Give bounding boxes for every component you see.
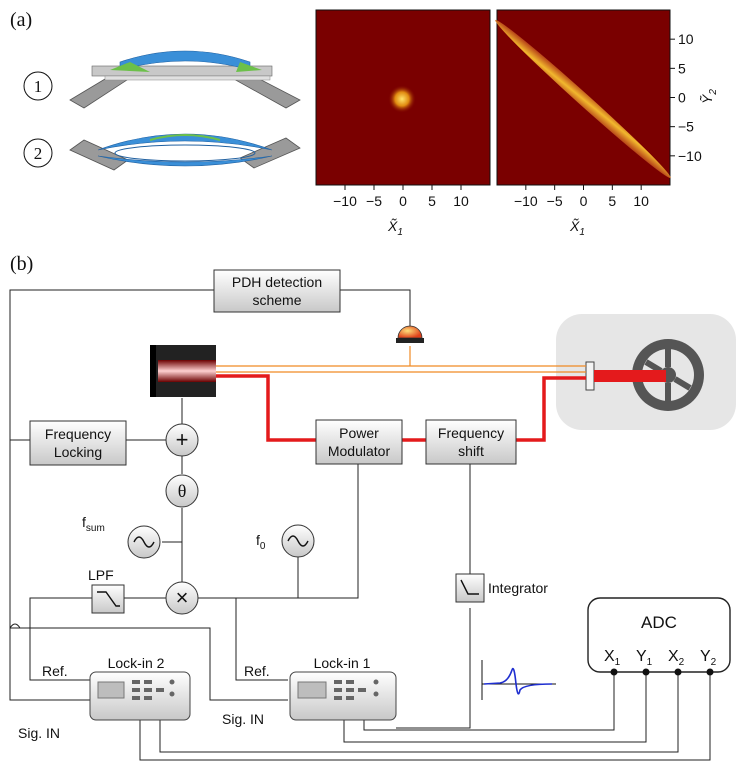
phase-space-plot-1: −10 −5 0 5 10 X̃1 <box>315 9 491 238</box>
laser-beams <box>216 346 666 442</box>
signal-wires <box>9 289 711 761</box>
plot-2-ytick-label: 10 <box>678 31 694 47</box>
frequency-shift-box: Frequency shift <box>425 419 517 465</box>
svg-text:scheme: scheme <box>252 292 301 308</box>
svg-text:PDH detection: PDH detection <box>232 274 322 290</box>
plot-1-ticks: −10 −5 0 5 10 <box>333 185 469 209</box>
adc-channel-label: Y2 <box>700 648 717 668</box>
squeezed-state-distribution <box>495 19 671 179</box>
plot-2-xtick-label: 0 <box>580 193 588 209</box>
mechanical-mode-1: ① 1 <box>23 50 301 109</box>
plot-2-ticks: −10 −5 0 5 10 10 5 0 −5 −10 <box>514 31 702 209</box>
plot-1-xtick-label: 5 <box>428 193 436 209</box>
summing-junction: + <box>165 423 199 457</box>
svg-text:Power: Power <box>339 425 379 441</box>
plot-2-ytick-label: 5 <box>678 60 686 76</box>
svg-text:+: + <box>176 427 189 452</box>
panel-label-b: (b) <box>10 253 33 275</box>
pdh-detection-box: PDH detection scheme <box>213 269 341 313</box>
adc-channels: X1 Y1 X2 Y2 <box>604 648 717 668</box>
plot-2-ytick-label: −10 <box>678 148 702 164</box>
plot-2-ylabel: Ỹ2 <box>699 89 719 104</box>
mixer: × <box>165 581 199 615</box>
svg-text:Ref.: Ref. <box>42 663 68 679</box>
adc-channel-label: Y1 <box>636 648 653 668</box>
plot-1-xtick-label: 10 <box>453 193 469 209</box>
svg-text:1: 1 <box>34 77 43 96</box>
svg-text:Integrator: Integrator <box>488 580 548 596</box>
svg-text:2: 2 <box>34 144 43 163</box>
plot-2-ytick-label: −5 <box>678 119 694 135</box>
svg-text:Locking: Locking <box>54 444 102 460</box>
error-signal-trace <box>481 660 556 700</box>
svg-text:×: × <box>176 585 189 610</box>
adc-channel-label: X1 <box>604 648 621 668</box>
svg-text:shift: shift <box>458 443 484 459</box>
panel-label-a: (a) <box>10 9 32 31</box>
plot-1-xtick-label: −5 <box>366 193 382 209</box>
plot-2-xtick-label: 10 <box>633 193 649 209</box>
svg-text:Frequency: Frequency <box>45 426 111 442</box>
svg-text:Sig. IN: Sig. IN <box>222 711 264 727</box>
adc-channel-label: X2 <box>668 648 685 668</box>
plot-2-xtick-label: −10 <box>514 193 538 209</box>
membrane-resonator <box>632 339 704 411</box>
cavity-mirror <box>585 361 595 391</box>
svg-text:Ref.: Ref. <box>244 663 270 679</box>
phase-space-plot-2: −10 −5 0 5 10 10 5 0 −5 −10 X̃1 Ỹ2 <box>495 9 719 238</box>
svg-text:f0: f0 <box>256 532 266 552</box>
svg-text:θ: θ <box>178 481 187 501</box>
laser-source <box>150 345 216 397</box>
plot-1-xtick-label: 0 <box>399 193 407 209</box>
thermal-state-distribution <box>388 85 416 113</box>
power-modulator-box: Power Modulator <box>315 419 403 465</box>
plot-1-xtick-label: −10 <box>333 193 357 209</box>
svg-text:ADC: ADC <box>641 613 677 632</box>
f0-oscillator: f0 <box>256 524 315 558</box>
adc: ADC X1 Y1 X2 Y2 <box>587 597 731 676</box>
lock-in-2: Lock-in 2 Ref. Sig. IN <box>18 655 191 741</box>
low-pass-filter: LPF <box>88 567 125 614</box>
svg-text:Sig. IN: Sig. IN <box>18 725 60 741</box>
fsum-oscillator: fsum <box>82 514 161 559</box>
phase-shifter: θ <box>165 474 199 508</box>
svg-text:Modulator: Modulator <box>328 443 391 459</box>
svg-text:LPF: LPF <box>88 567 114 583</box>
svg-text:Lock-in 2: Lock-in 2 <box>108 655 165 671</box>
integrator: Integrator <box>455 573 548 603</box>
plot-2-xtick-label: 5 <box>608 193 616 209</box>
plot-2-xlabel: X̃1 <box>569 218 585 238</box>
photodetector <box>396 325 424 343</box>
plot-2-xtick-label: −5 <box>547 193 563 209</box>
lock-in-1: Lock-in 1 Ref. Sig. IN <box>222 655 397 727</box>
mechanical-mode-2: ② 2 <box>23 133 301 171</box>
svg-text:Frequency: Frequency <box>438 425 504 441</box>
svg-text:Lock-in 1: Lock-in 1 <box>314 655 371 671</box>
svg-text:fsum: fsum <box>82 514 105 534</box>
plot-1-xlabel: X̃1 <box>387 218 403 238</box>
frequency-locking-box: Frequency Locking <box>29 420 127 466</box>
plot-2-ytick-label: 0 <box>678 90 686 106</box>
